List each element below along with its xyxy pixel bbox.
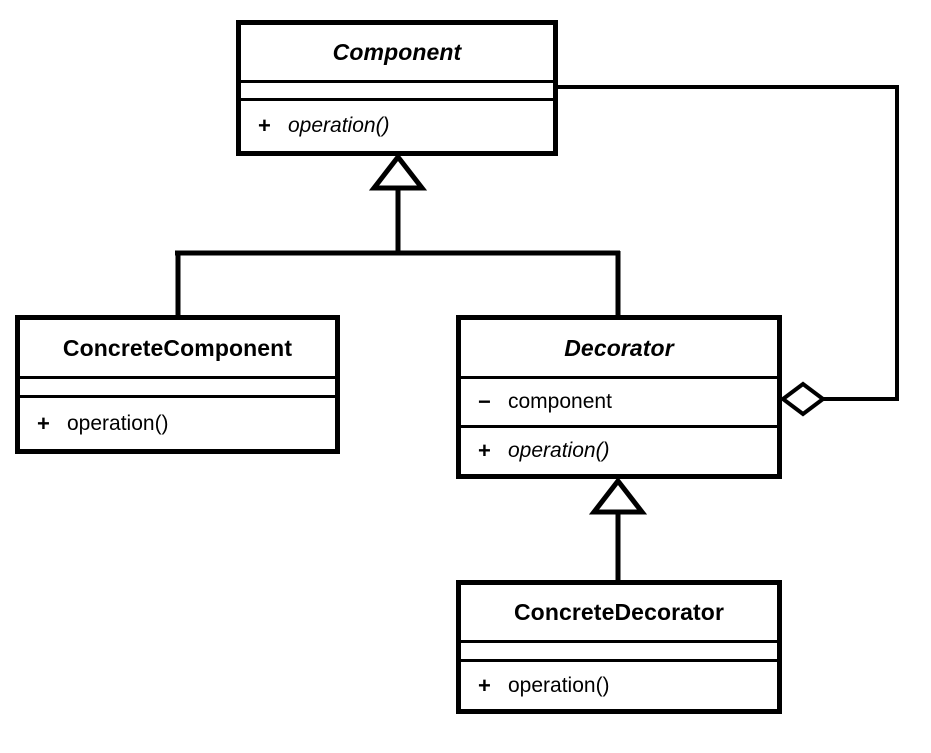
- class-name-decorator: Decorator: [564, 334, 674, 361]
- operations-compartment-component: + operation(): [241, 98, 553, 150]
- operation-signature: operation(): [288, 113, 390, 137]
- hollow-triangle-arrowhead: [588, 476, 648, 515]
- operation-row: + operation(): [20, 398, 335, 449]
- operation-signature: operation(): [508, 439, 610, 462]
- class-name-concrete-component: ConcreteComponent: [62, 334, 293, 361]
- attributes-compartment-concrete-component: [20, 376, 335, 395]
- operation-signature: operation(): [508, 673, 610, 697]
- generalization-concrete-decorator: [588, 476, 648, 581]
- visibility-marker: −: [478, 389, 491, 414]
- operations-compartment-decorator: + operation(): [461, 425, 777, 474]
- class-box-component[interactable]: Component + operation(): [236, 20, 558, 156]
- visibility-marker: +: [37, 410, 50, 436]
- generalization-tree-component: [175, 152, 621, 316]
- attributes-compartment-component: [241, 80, 553, 98]
- operation-row: + operation(): [241, 101, 553, 150]
- class-name-compartment-concrete-decorator: ConcreteDecorator: [461, 585, 777, 640]
- class-box-concrete-component[interactable]: ConcreteComponent + operation(): [15, 315, 340, 454]
- class-box-concrete-decorator[interactable]: ConcreteDecorator + operation(): [456, 580, 782, 714]
- operation-signature: operation(): [67, 411, 169, 435]
- operations-compartment-concrete-decorator: + operation(): [461, 659, 777, 709]
- aggregation-decorator-component: [556, 85, 899, 417]
- hollow-triangle-arrowhead: [368, 152, 428, 191]
- visibility-marker: +: [478, 672, 491, 698]
- class-name-compartment-component: Component: [241, 25, 553, 80]
- operation-row: + operation(): [461, 428, 777, 474]
- attribute-name: component: [508, 390, 612, 413]
- attributes-compartment-concrete-decorator: [461, 640, 777, 659]
- class-name-compartment-concrete-component: ConcreteComponent: [20, 320, 335, 376]
- class-name-concrete-decorator: ConcreteDecorator: [513, 599, 725, 625]
- operation-row: + operation(): [461, 662, 777, 709]
- attribute-row: − component: [461, 379, 777, 425]
- attributes-compartment-decorator: − component: [461, 376, 777, 425]
- operations-compartment-concrete-component: + operation(): [20, 395, 335, 449]
- visibility-marker: +: [258, 112, 271, 138]
- class-box-decorator[interactable]: Decorator − component + operation(): [456, 315, 782, 479]
- visibility-marker: +: [478, 438, 491, 463]
- class-name-compartment-decorator: Decorator: [461, 320, 777, 376]
- hollow-diamond-arrowhead: [779, 381, 827, 417]
- class-name-component: Component: [332, 39, 462, 65]
